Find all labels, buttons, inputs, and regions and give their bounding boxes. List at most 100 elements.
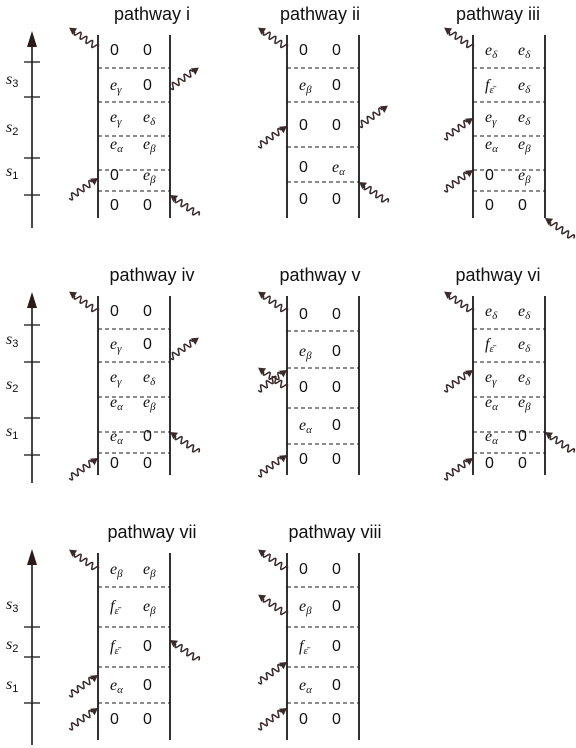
time-axis-arrowhead [27,292,37,308]
density-cell-right: eδ [518,369,531,389]
photon-arrow [169,339,194,361]
density-cell-right: eδ [518,42,531,62]
density-cell-left: 0 [110,42,119,59]
photon-arrow-head [545,218,554,226]
density-cell-left: fε̄ [110,638,119,658]
density-cell-right: 0 [143,42,152,59]
density-cell-right: eβ [143,394,156,414]
density-cell-right: 0 [332,677,341,694]
density-cell-right: eβ [143,598,156,618]
photon-arrow [257,371,282,393]
pathway-title: pathway iii [455,4,541,24]
photon-arrow [262,553,289,571]
photon-arrow [73,295,100,313]
density-cell-left: eγ [110,336,122,356]
density-cell-right: 0 [518,455,527,472]
density-cell-right: eδ [518,336,531,356]
photon-arrow [174,643,201,661]
photon-arrow-head [170,640,179,648]
photon-arrow [549,435,576,453]
density-cell-left: fε̄ [485,336,494,356]
photon-arrow-head [444,27,453,35]
density-cell-right: eβ [143,136,156,156]
density-cell-right: eβ [143,561,156,581]
photon-arrow [443,371,468,393]
density-cell-left: eα [110,394,123,414]
pathway-title: pathway vii [107,522,197,542]
photon-arrow-head [89,708,98,716]
photon-arrow-head [258,27,267,35]
density-cell-right: 0 [518,428,527,445]
density-cell-right: 0 [332,417,341,434]
time-axis-label: s1 [6,676,19,696]
photon-arrow [257,663,282,685]
density-cell-left: fε̄ [110,598,119,618]
density-cell-left: eγ [110,369,122,389]
photon-arrow [174,435,201,453]
time-axis-label: s3 [6,331,19,351]
density-cell-left: 0 [299,191,308,208]
photon-arrow-head [69,27,78,35]
density-cell-right: eδ [143,109,156,129]
density-cell-left: eα [485,136,498,156]
photon-arrow-head [444,291,453,299]
photon-arrow-head [278,455,287,463]
pathway-title: pathway viii [288,522,382,542]
density-cell-right: 0 [332,711,341,728]
photon-arrow [443,119,468,141]
photon-arrow-head [190,337,199,345]
density-cell-left: eα [110,677,123,697]
density-cell-right: 0 [143,428,152,445]
photon-arrow-head [278,708,287,716]
density-cell-right: eβ [518,167,531,187]
pathway-title: pathway i [113,4,191,24]
density-cell-right: 0 [332,306,341,323]
time-axis-label: s3 [6,71,19,91]
density-cell-left: 0 [110,167,119,184]
density-cell-right: 0 [332,379,341,396]
photon-arrow [443,459,468,481]
photon-arrow [73,553,100,571]
pathway-title: pathway iv [109,265,195,285]
density-cell-left: eγ [110,109,122,129]
density-cell-right: 0 [143,711,152,728]
density-cell-left: eα [299,417,312,437]
density-cell-right: 0 [143,677,152,694]
density-cell-left: 0 [110,455,119,472]
density-cell-right: 0 [143,197,152,214]
density-cell-left: eγ [485,369,497,389]
density-cell-left: 0 [110,303,119,320]
time-axis-label: s2 [6,119,19,139]
density-cell-right: eδ [518,109,531,129]
density-cell-left: 0 [299,159,308,176]
photon-arrow [262,598,289,616]
density-cell-left: 0 [485,167,494,184]
photon-arrow-head [258,367,267,375]
photon-arrow [358,107,383,129]
photon-arrow-head [464,370,473,378]
photon-arrow [549,221,576,239]
density-cell-right: eδ [518,77,531,97]
photon-arrow-head [379,105,388,113]
density-cell-left: 0 [485,455,494,472]
photon-arrow [257,709,282,731]
photon-arrow-head [69,549,78,557]
density-cell-left: fε̄ [485,77,494,97]
photon-arrow-head [190,67,199,75]
photon-arrow-head [258,549,267,557]
photon-arrow-head [89,178,98,186]
density-cell-left: eβ [299,77,312,97]
density-cell-left: 0 [299,711,308,728]
density-cell-right: 0 [332,451,341,468]
photon-arrow [68,676,93,698]
photon-arrow-head [278,370,287,378]
density-cell-right: 0 [143,303,152,320]
density-cell-left: eβ [299,598,312,618]
photon-arrow-head [278,126,287,134]
photon-arrow-head [278,662,287,670]
density-cell-right: 0 [332,77,341,94]
photon-arrow [68,459,93,481]
photon-arrow-head [464,170,473,178]
